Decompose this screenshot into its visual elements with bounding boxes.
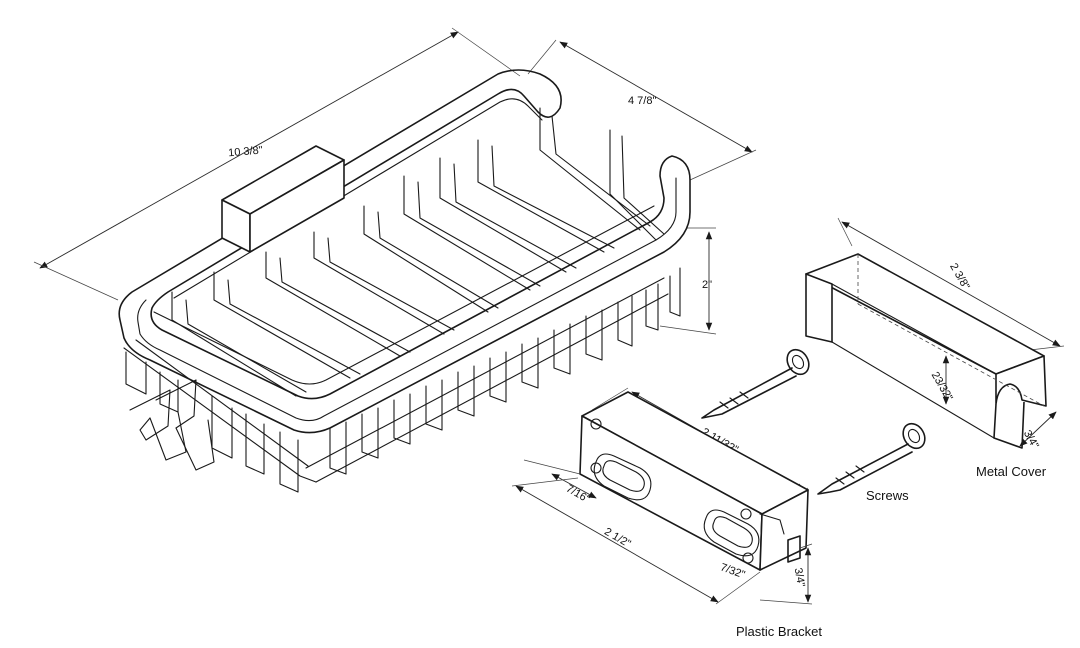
metal-cover: 2 3/8" 23/32" 3/4" Metal Cover <box>805 217 1065 479</box>
cover-depth-label: 23/32" <box>929 370 955 403</box>
plastic-bracket: 2 11/32" 7/16" 2 1/2" 7/32" <box>511 387 822 639</box>
bracket-small-label: 7/32" <box>719 561 747 581</box>
screws-label: Screws <box>866 488 909 503</box>
basket-length-label: 10 3/8" <box>228 144 263 159</box>
screw-lower <box>817 422 926 495</box>
cover-length-label: 2 3/8" <box>947 261 972 292</box>
bracket-height-dimension: 3/4" <box>759 543 813 605</box>
wire-basket: 10 3/8" 4 7/8" 2" <box>33 27 757 493</box>
screw-upper <box>701 348 810 419</box>
cover-width-label: 3/4" <box>1021 428 1041 451</box>
basket-width-dimension: 4 7/8" <box>527 39 757 181</box>
basket-width-label: 4 7/8" <box>628 95 656 107</box>
basket-front-wires <box>125 267 681 493</box>
bracket-height-label: 3/4" <box>792 567 807 588</box>
basket-bottom-wires <box>123 277 669 483</box>
basket-height-dimension: 2" <box>659 227 717 335</box>
basket-rim-clamp <box>221 145 345 253</box>
bracket-total-label: 2 1/2" <box>602 526 633 551</box>
basket-height-label: 2" <box>702 279 712 291</box>
metal-cover-label: Metal Cover <box>976 464 1047 479</box>
plastic-bracket-label: Plastic Bracket <box>736 624 822 639</box>
basket-top-rim <box>118 69 691 434</box>
basket-length-dimension: 10 3/8" <box>33 27 521 301</box>
bracket-offset-label: 7/16" <box>564 483 592 506</box>
cover-width-dimension: 3/4" <box>1019 411 1057 451</box>
basket-interior-wires <box>171 107 665 397</box>
cover-depth-dimension: 23/32" <box>929 355 955 405</box>
